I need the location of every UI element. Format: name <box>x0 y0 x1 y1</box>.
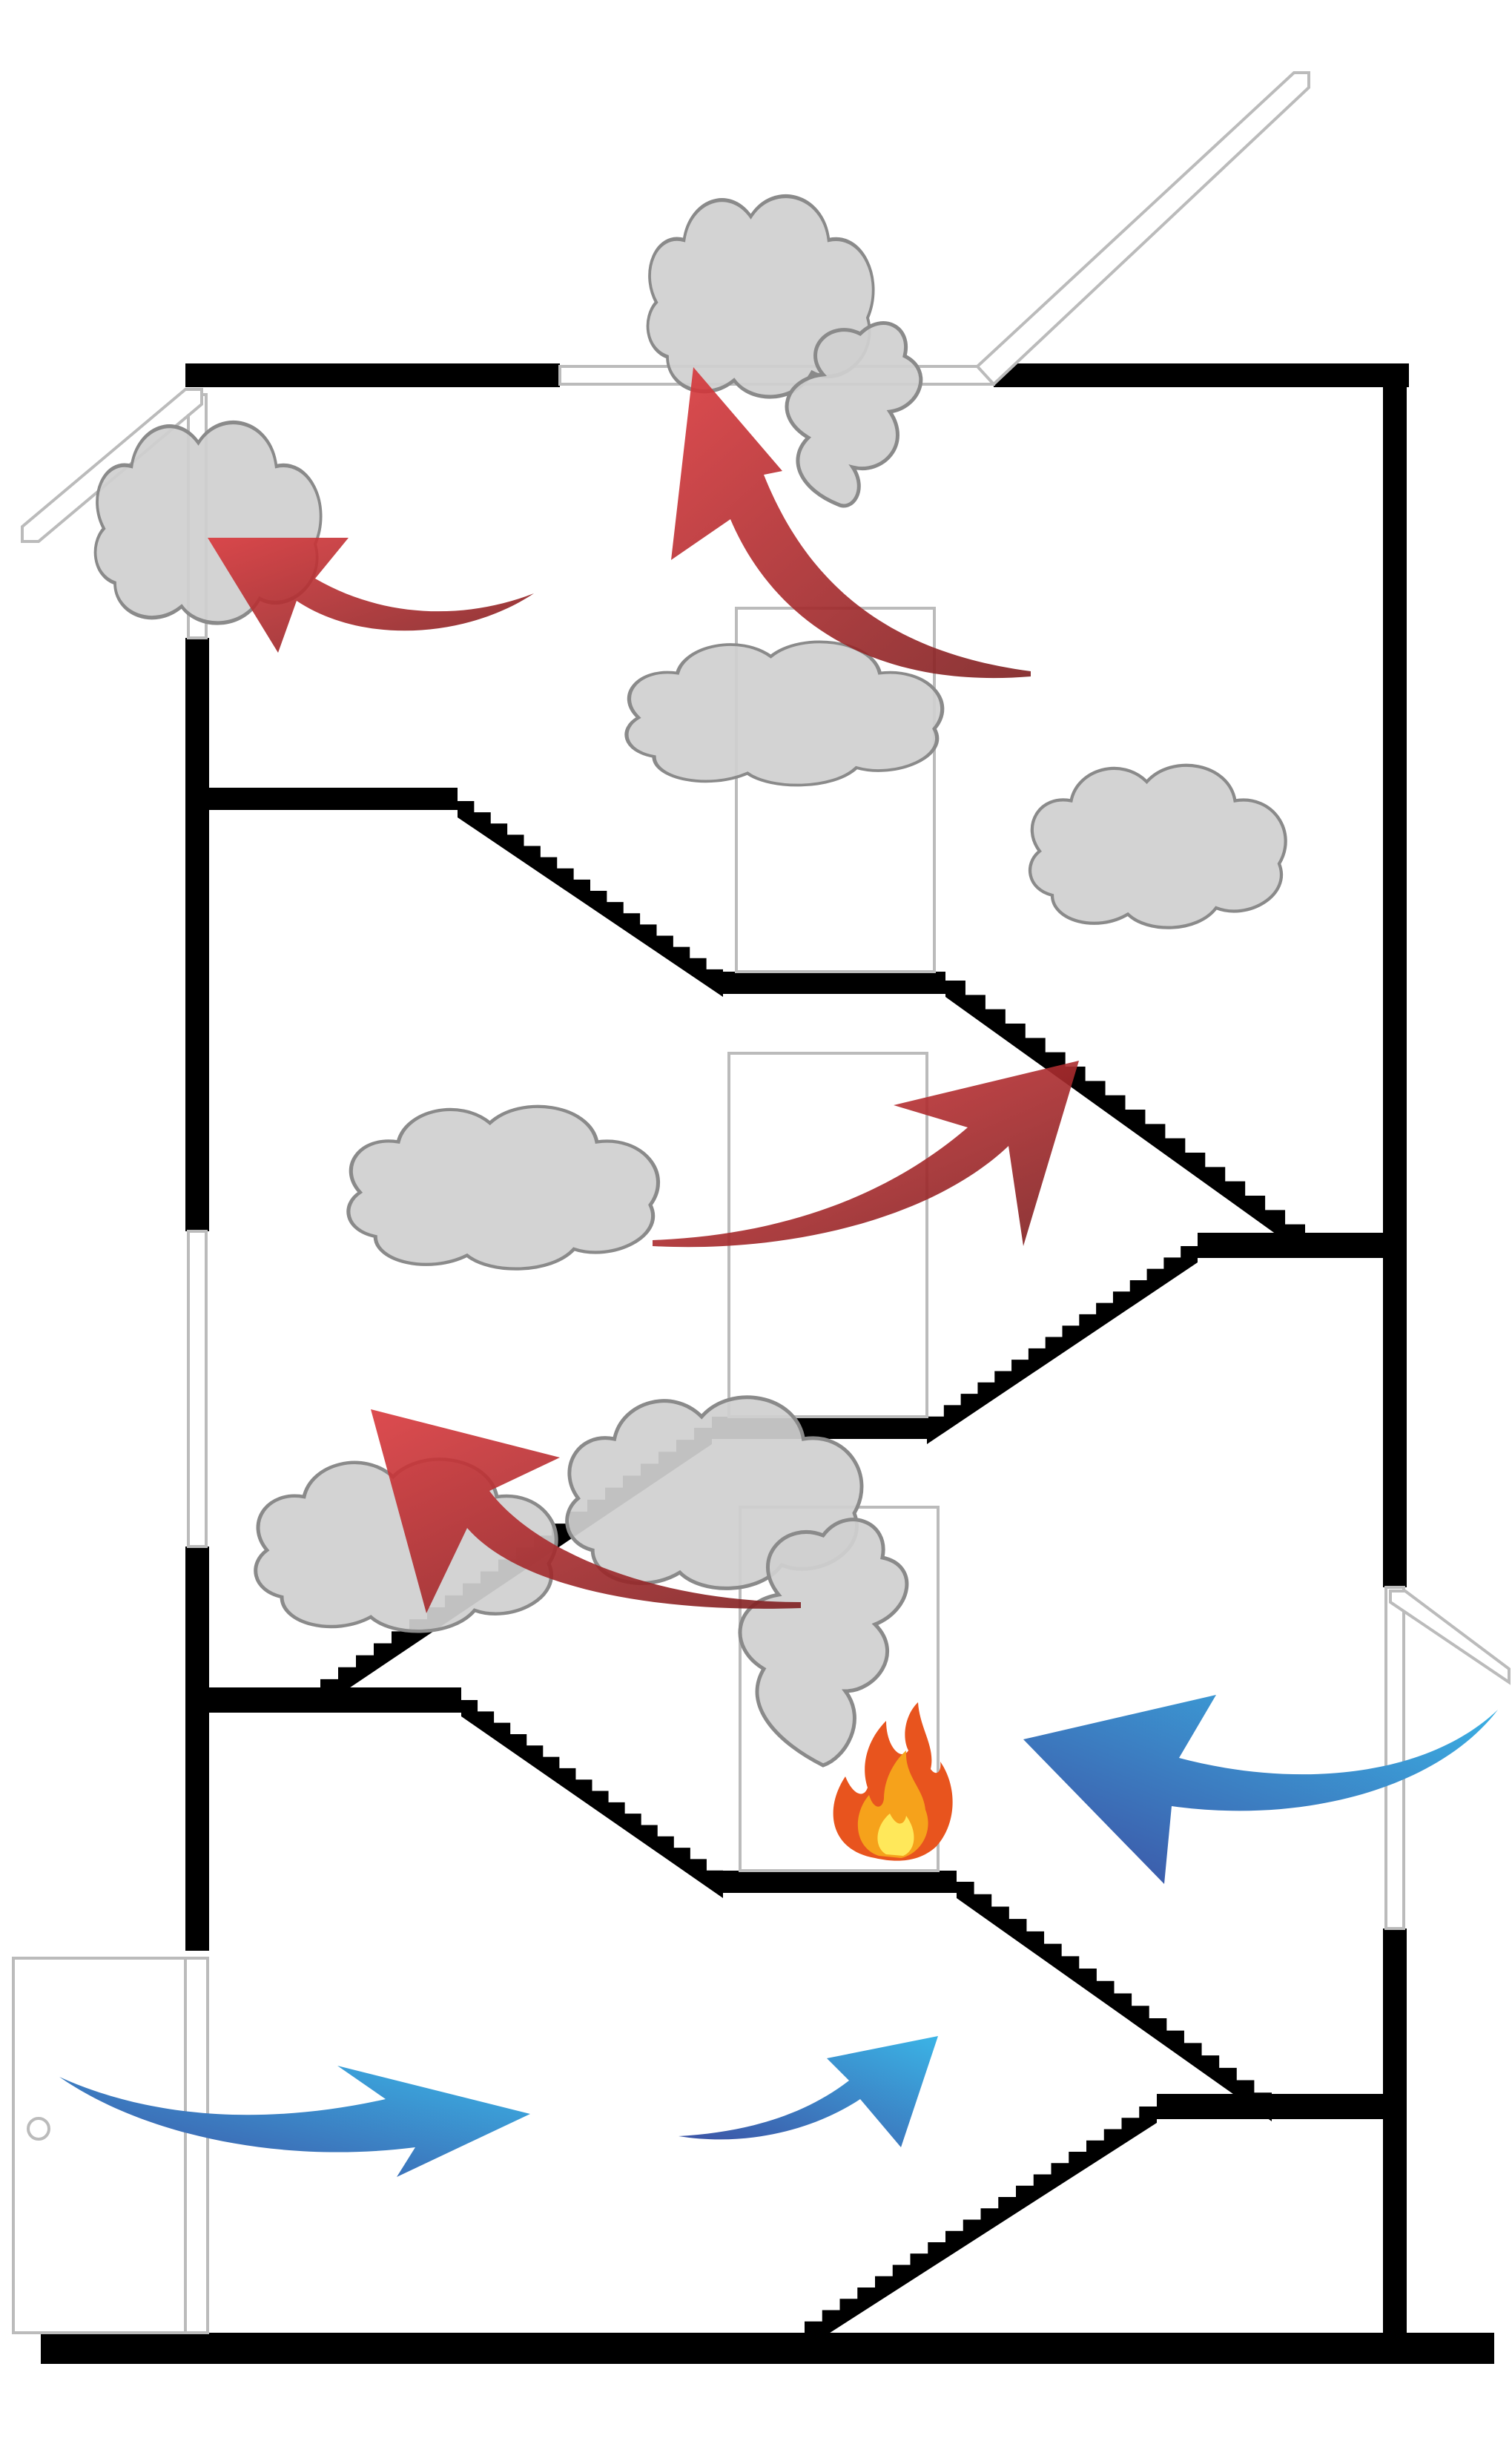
hot-smoke-flow-arrow <box>653 1061 1079 1248</box>
smoke-plume-fire <box>738 1518 909 1768</box>
building-structure <box>41 363 1494 2364</box>
hot-smoke-flow-arrow <box>208 538 534 653</box>
smoke-cloud-icon <box>349 1107 658 1269</box>
hot-smoke-flow-arrow <box>671 367 1031 679</box>
stair-flight-3-right <box>945 981 1305 1255</box>
smoke-clouds <box>96 197 1286 1768</box>
openings <box>12 71 1511 2334</box>
entrance-door <box>12 1957 187 2334</box>
fresh-air-flow-arrow <box>1023 1695 1498 1884</box>
stair-flight-3-down <box>458 801 723 997</box>
door-jamb <box>184 1957 209 2334</box>
left-wall-top <box>185 638 209 1231</box>
landing-3 <box>723 972 945 994</box>
roof-skylight-open <box>975 71 1310 386</box>
right-wall-top <box>1383 363 1407 1587</box>
roof-slab-left <box>185 363 560 387</box>
fresh-air-flow-arrow <box>679 2036 938 2147</box>
floor-slab-3 <box>209 788 458 810</box>
right-window-flap <box>1389 1590 1511 1685</box>
window-left-lower <box>187 1230 208 1548</box>
ground-slab <box>41 2333 1494 2364</box>
flame-inner <box>877 1814 914 1856</box>
flow-arrows <box>59 367 1498 2177</box>
fire-icon <box>833 1702 953 1861</box>
door-knob <box>27 2117 50 2141</box>
left-wall-mid <box>185 1547 209 1951</box>
stair-flight-2-up <box>927 1246 1198 1444</box>
stair-flight-1-right <box>957 1882 1272 2121</box>
stair-flight-1-down <box>461 1700 723 1898</box>
smoke-cloud-icon <box>1030 765 1286 928</box>
roof-slab-right <box>994 363 1409 387</box>
right-wall-bottom <box>1383 1928 1407 2336</box>
smoke-plume-top <box>785 321 923 508</box>
window-right <box>1384 1586 1405 1930</box>
stair-flight-ground-up <box>805 2107 1157 2349</box>
fresh-air-flow-arrow <box>59 2066 530 2177</box>
hot-smoke-flow-arrow <box>371 1409 801 1613</box>
landing-2 <box>723 1871 957 1893</box>
